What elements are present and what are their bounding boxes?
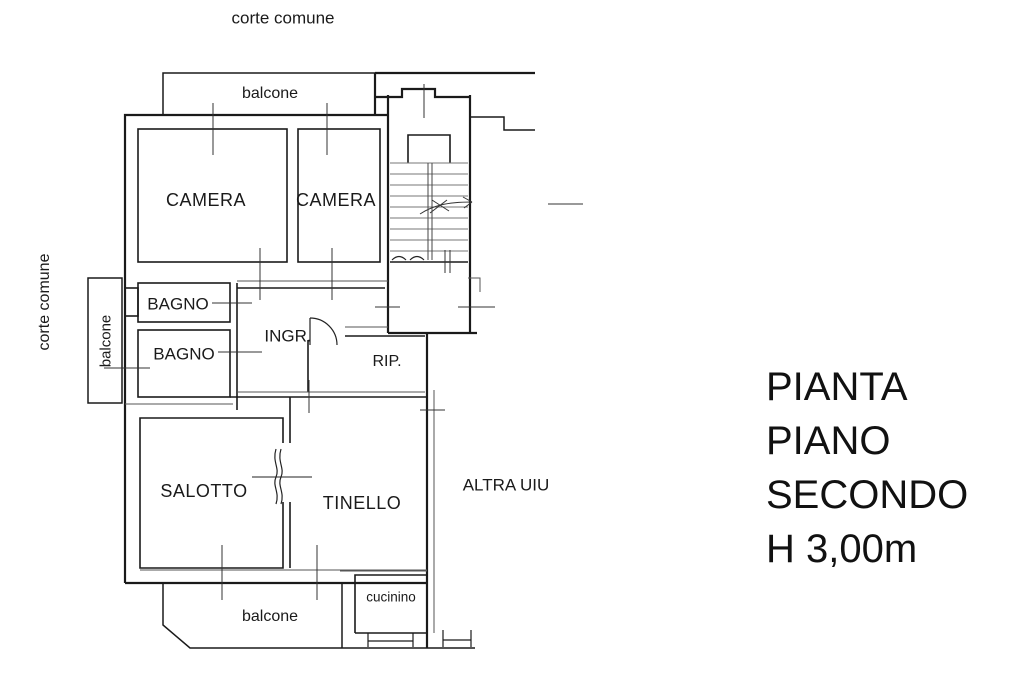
door-arc-rip [309, 317, 338, 346]
camera-2-walls [297, 128, 381, 263]
room-label-cucinino: cucinino [366, 589, 416, 605]
outer-walls [123, 71, 535, 648]
area-label-altra-uiu: ALTRA UIU [462, 475, 550, 495]
title-line-pianta: PIANTA [766, 365, 908, 409]
room-label-ingresso: INGR. [264, 326, 312, 346]
label-corte-comune-left: corte comune [36, 253, 53, 351]
room-label-bagno-1: BAGNO [147, 294, 209, 314]
balcony-left-outline [87, 277, 123, 404]
cucinino-walls [354, 574, 427, 633]
thin-lines [125, 277, 481, 633]
bagno-window [124, 287, 139, 317]
title-line-piano: PIANO [766, 419, 891, 463]
room-label-ripostiglio: RIP. [372, 353, 402, 370]
room-label-salotto: SALOTTO [160, 481, 248, 501]
door-arc-stairs-right [409, 255, 425, 261]
stairs-up-arrow [419, 196, 583, 215]
door-ticks [104, 84, 495, 600]
label-balcone-top: balcone [241, 85, 299, 102]
door-symbols [252, 255, 425, 505]
title-line-height: H 3,00m [766, 527, 918, 571]
room-label-camera-1: CAMERA [165, 190, 247, 210]
bagno-2-walls [137, 329, 231, 398]
staircase-treads [390, 162, 468, 252]
balcony-bottom-outline [162, 583, 475, 649]
title-line-secondo: SECONDO [766, 473, 969, 517]
label-balcone-left: balcone [97, 314, 115, 368]
building-step-right [470, 116, 535, 131]
label-balcone-bottom: balcone [241, 608, 299, 625]
salotto-walls [139, 417, 284, 569]
room-label-bagno-2: BAGNO [153, 344, 215, 364]
room-label-camera-2: CAMERA [295, 190, 377, 210]
label-corte-comune-top: corte comune [231, 8, 335, 28]
stair-landing-box [407, 134, 451, 163]
balconies [87, 72, 535, 649]
balcony-top-outline [162, 72, 375, 115]
title-block: PIANTA PIANO SECONDO H 3,00m [766, 360, 968, 576]
room-label-tinello: TINELLO [322, 493, 402, 513]
door-arc-stairs-left [391, 255, 407, 261]
window-sills [367, 630, 472, 647]
